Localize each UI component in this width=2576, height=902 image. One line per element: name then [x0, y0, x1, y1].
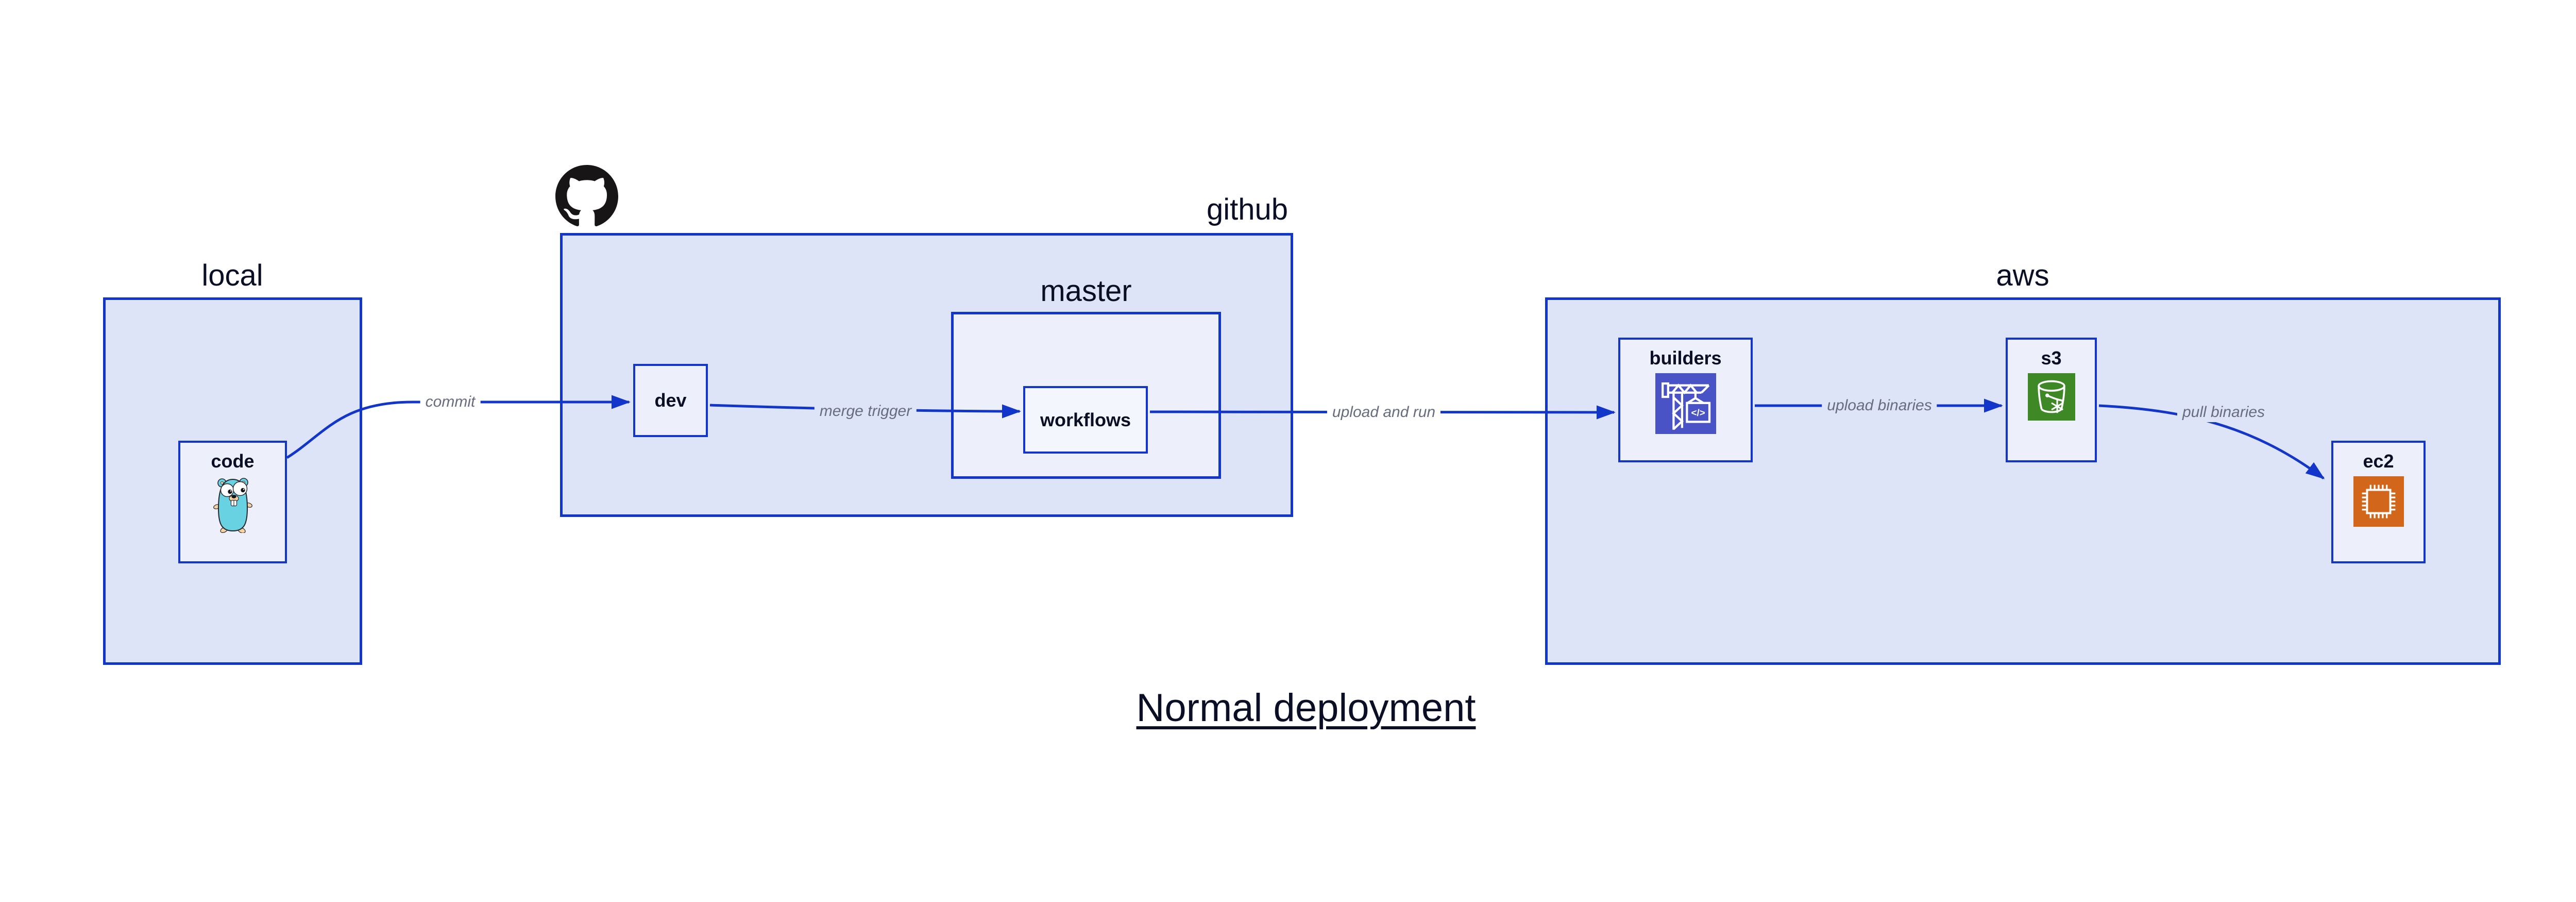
svg-text:</>: </>	[1691, 407, 1705, 418]
node-workflows: workflows	[1023, 386, 1148, 454]
edge-label-upload-binaries: upload binaries	[1822, 396, 1937, 415]
node-dev-label: dev	[654, 390, 687, 411]
node-s3-label: s3	[2041, 347, 2062, 369]
edge-label-merge-trigger: merge trigger	[814, 402, 917, 421]
container-aws-label: aws	[1996, 259, 2049, 292]
node-ec2: ec2	[2331, 441, 2426, 563]
container-github-label: github	[1206, 193, 1288, 226]
node-code: code	[178, 441, 287, 563]
codebuild-crane-icon: </>	[1655, 373, 1716, 434]
edge-label-commit: commit	[420, 392, 481, 412]
node-dev: dev	[633, 364, 708, 437]
node-builders: builders </>	[1618, 338, 1753, 462]
s3-glacier-bucket-icon	[2027, 373, 2075, 421]
node-builders-label: builders	[1649, 347, 1722, 369]
node-code-label: code	[211, 450, 255, 472]
container-local-label: local	[201, 259, 263, 292]
node-ec2-label: ec2	[2363, 450, 2394, 472]
ec2-chip-icon	[2353, 476, 2404, 527]
node-workflows-label: workflows	[1040, 409, 1131, 430]
container-master-label: master	[1040, 274, 1132, 308]
diagram-title: Normal deployment	[1136, 686, 1476, 730]
node-s3: s3	[2006, 338, 2097, 462]
edge-label-pull-binaries: pull binaries	[2177, 403, 2270, 422]
github-octocat-icon	[555, 165, 618, 226]
edge-label-upload-and-run: upload and run	[1327, 403, 1441, 422]
go-gopher-icon	[213, 478, 252, 533]
